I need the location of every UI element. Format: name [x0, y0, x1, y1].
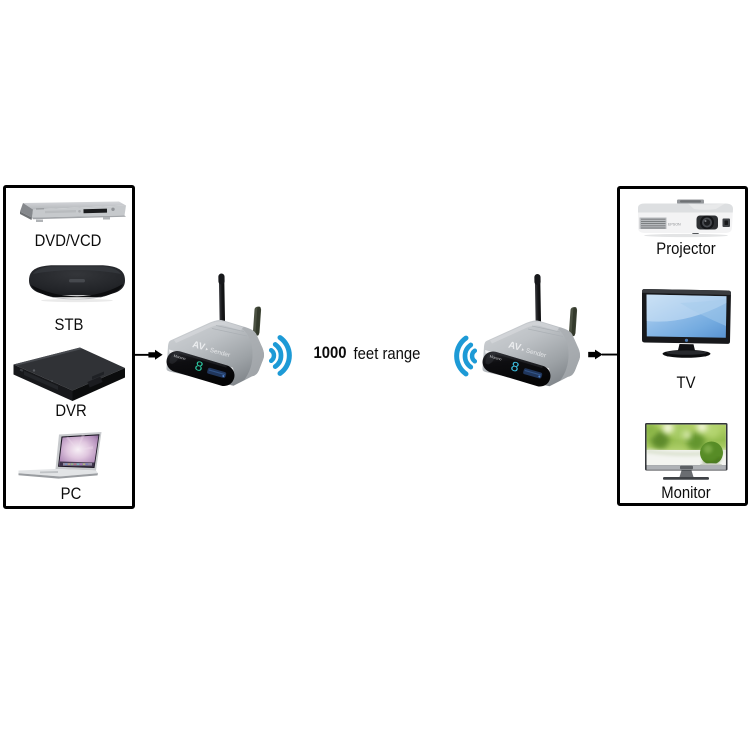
- svg-text:AV: AV: [507, 340, 523, 354]
- svg-text:Murano: Murano: [173, 354, 186, 361]
- svg-text:AV: AV: [191, 339, 207, 353]
- svg-text:EPSON: EPSON: [668, 223, 681, 227]
- svg-text:Murano: Murano: [489, 354, 502, 361]
